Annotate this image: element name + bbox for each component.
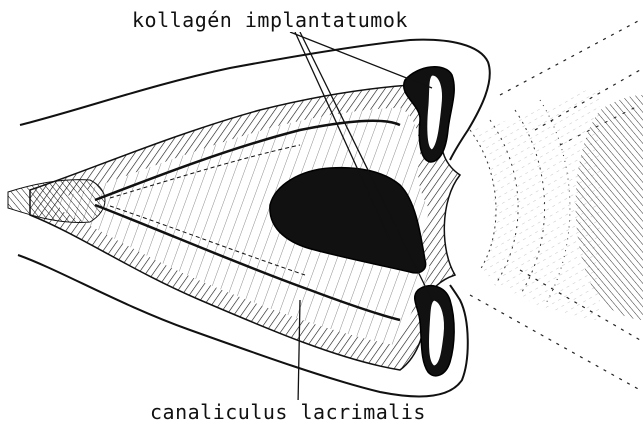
implant-label: kollagén implantatumok — [130, 8, 410, 32]
canaliculus-label: canaliculus lacrimalis — [148, 400, 428, 424]
medial-canthus-tip — [8, 180, 105, 223]
eyeball-texture — [470, 20, 643, 390]
lower-collagen-implant — [415, 286, 454, 376]
